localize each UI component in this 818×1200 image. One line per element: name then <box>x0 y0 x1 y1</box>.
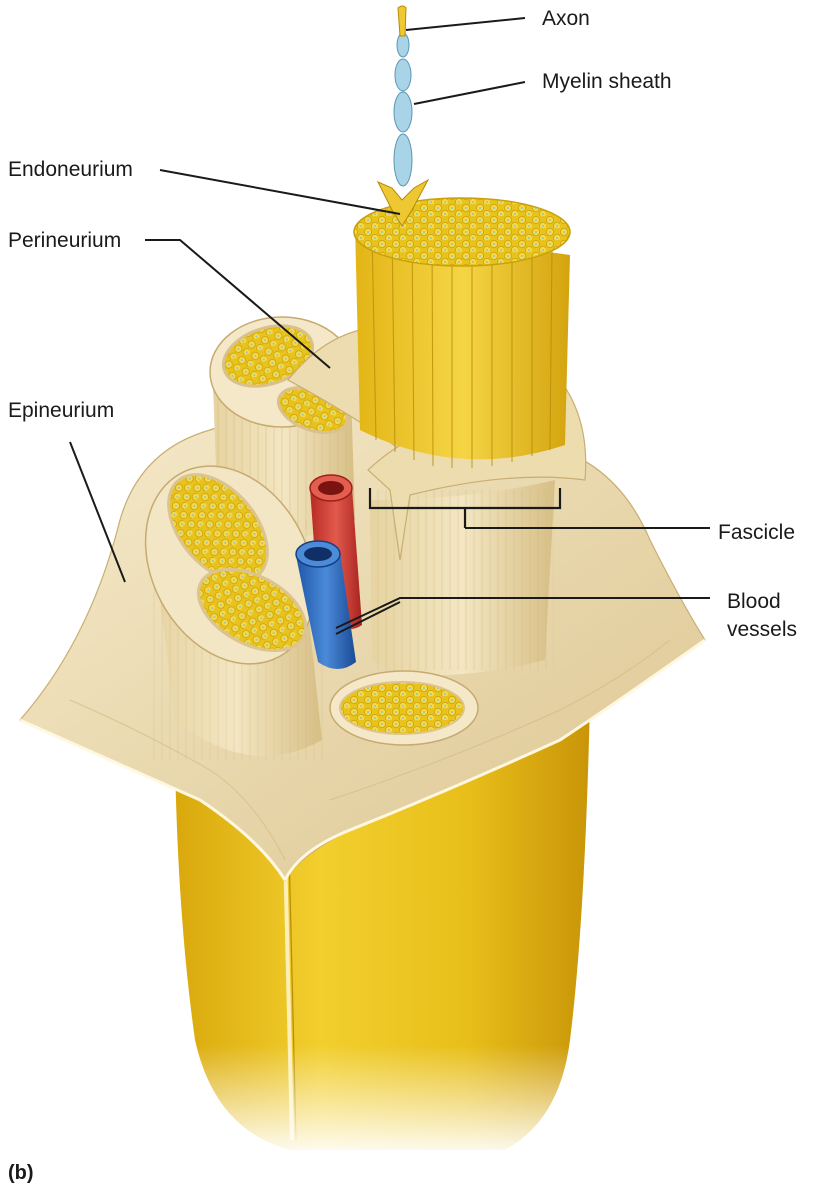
label-perineurium: Perineurium <box>8 229 122 252</box>
label-fascicle: Fascicle <box>718 521 796 544</box>
label-axon: Axon <box>542 7 590 30</box>
nerve-fiber-bundle <box>353 197 571 468</box>
fascicle-front-left <box>144 465 325 760</box>
panel-label: (b) <box>8 1162 34 1184</box>
myelin-sheath-leader <box>413 81 526 105</box>
label-blood-vessels-line2: vessels <box>727 618 798 641</box>
fascicle-small <box>329 670 479 746</box>
blood-vessels <box>295 474 362 669</box>
label-endoneurium: Endoneurium <box>8 158 133 181</box>
endoneurium-leader <box>159 169 401 215</box>
perineurium-leader <box>145 239 331 369</box>
axon-leader <box>405 17 526 31</box>
label-myelin-sheath: Myelin sheath <box>542 70 672 93</box>
label-epineurium: Epineurium <box>8 399 115 422</box>
single-nerve-fiber <box>376 5 430 227</box>
fascicle-bracket <box>368 488 562 528</box>
myelin-sheath <box>393 32 413 187</box>
label-blood-vessels-line1: Blood <box>727 590 781 613</box>
axon <box>397 5 407 37</box>
blood-vessels-leader <box>335 597 710 629</box>
vein-blue <box>295 540 356 669</box>
epineurium-leader <box>69 441 126 583</box>
leader-lines <box>69 17 710 635</box>
